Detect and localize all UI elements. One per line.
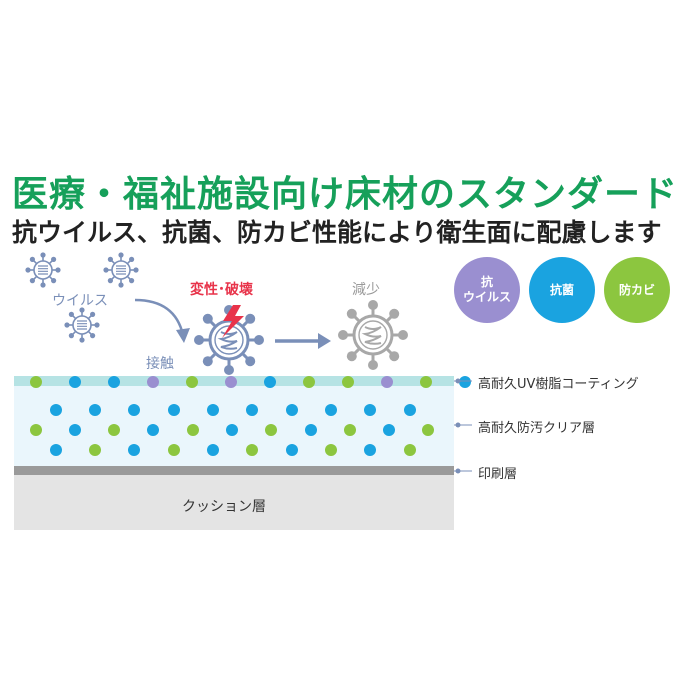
contact-label: 接触 [146, 356, 174, 372]
particle-dot [89, 444, 101, 456]
particle-dot [342, 376, 354, 388]
particle-dot [69, 424, 81, 436]
particle-dot [364, 404, 376, 416]
virus-icon-3 [63, 306, 101, 344]
particle-dot [381, 376, 393, 388]
particle-dot [246, 404, 258, 416]
particle-dot [147, 424, 159, 436]
virus-label: ウイルス [52, 293, 108, 309]
cushion-layer [14, 475, 454, 530]
particle-dot [225, 376, 237, 388]
uv-coating-label: 高耐久UV樹脂コーティング [478, 377, 639, 392]
particle-dot [265, 424, 277, 436]
virus-icon-1 [24, 251, 62, 289]
particle-dot [108, 424, 120, 436]
virus-decreased-icon [336, 298, 410, 372]
particle-dot [187, 424, 199, 436]
particle-dot [147, 376, 159, 388]
denature-label: 変性･破壊 [190, 282, 253, 298]
particle-dot [50, 444, 62, 456]
particle-dot [286, 444, 298, 456]
right-arrow-icon [275, 333, 331, 349]
badge-antivirus-line2: ウイルス [462, 290, 511, 304]
particle-dot [325, 404, 337, 416]
particle-dot [420, 376, 432, 388]
page-title: 医療・福祉施設向け床材のスタンダード [12, 174, 679, 215]
badge-antivirus-line1: 抗 [480, 275, 493, 289]
decrease-label: 減少 [352, 282, 380, 298]
particle-dot [344, 424, 356, 436]
particle-dot [264, 376, 276, 388]
badge-antibacterial: 抗菌 [529, 257, 595, 323]
particle-dot [50, 404, 62, 416]
particle-dot [128, 404, 140, 416]
lightning-icon [222, 305, 244, 338]
curve-arrow-icon [134, 298, 185, 336]
particle-dot [207, 404, 219, 416]
particle-dot [383, 424, 395, 436]
particle-dot [404, 444, 416, 456]
print-layer [14, 466, 454, 475]
cushion-layer-label: クッション層 [182, 499, 266, 515]
particle-dot [128, 444, 140, 456]
page-subtitle: 抗ウイルス、抗菌、防カビ性能により衛生面に配慮します [12, 218, 662, 247]
particle-dots [30, 376, 471, 456]
clear-layer-label: 高耐久防汚クリア層 [478, 421, 596, 436]
particle-dot [364, 444, 376, 456]
particle-dot [305, 424, 317, 436]
badge-antimold: 防カビ [604, 257, 670, 323]
leader-dots [455, 378, 461, 474]
particle-dot [30, 424, 42, 436]
particle-dot [186, 376, 198, 388]
particle-dot [30, 376, 42, 388]
particle-dot [168, 404, 180, 416]
particle-dot [404, 404, 416, 416]
particle-dot [226, 424, 238, 436]
particle-dot [325, 444, 337, 456]
particle-dot [168, 444, 180, 456]
particle-dot [422, 424, 434, 436]
badge-antimold-label: 防カビ [618, 282, 655, 297]
particle-dot [246, 444, 258, 456]
particle-dot [303, 376, 315, 388]
badge-antibacterial-label: 抗菌 [549, 282, 574, 297]
badge-antivirus: 抗ウイルス [454, 257, 520, 323]
curve-arrow-head-icon [176, 328, 190, 343]
particle-dot [89, 404, 101, 416]
particle-dot [69, 376, 81, 388]
particle-dot [108, 376, 120, 388]
particle-dot [459, 376, 471, 388]
particle-dot [286, 404, 298, 416]
print-layer-label: 印刷層 [478, 467, 518, 482]
particle-dot [207, 444, 219, 456]
virus-icon-2 [102, 251, 140, 289]
